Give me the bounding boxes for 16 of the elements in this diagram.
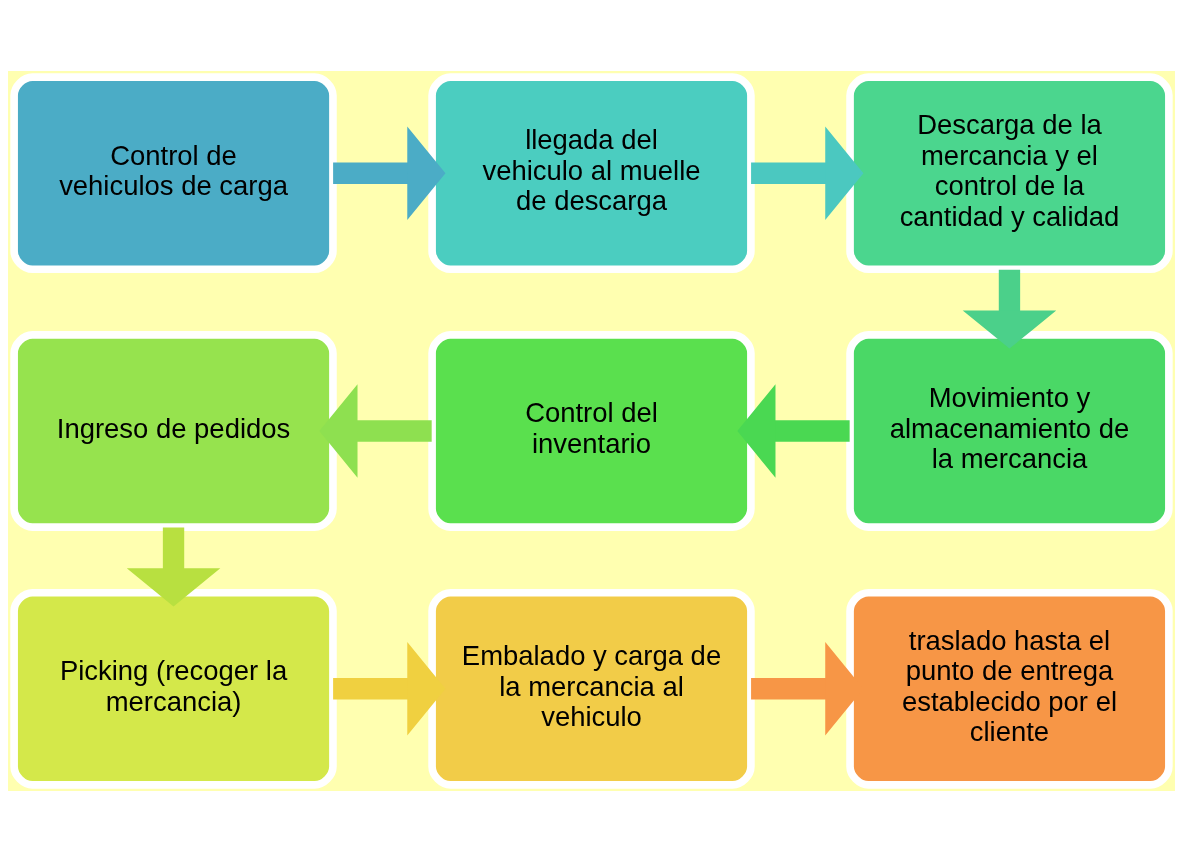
node-box: Movimiento y almacenamiento de la mercancia	[846, 330, 1173, 531]
arrow	[126, 527, 221, 606]
arrow	[333, 641, 446, 736]
node-box: Descarga de la mercancia y el control de la cantidad y calidad	[846, 72, 1173, 273]
node-box: Control del inventario	[428, 330, 755, 531]
arrow	[737, 383, 850, 478]
node-box: Embalado y carga de la mercancia al vehiculo	[428, 588, 755, 789]
arrow	[319, 383, 432, 478]
node-box: Ingreso de pedidos	[10, 330, 337, 531]
arrow	[962, 269, 1057, 349]
node-box: traslado hasta el punto de entrega establecido por el cliente	[846, 588, 1173, 789]
node-box: llegada del vehiculo al muelle de descarga	[428, 72, 755, 273]
arrow	[751, 125, 864, 220]
node-box: Picking (recoger la mercancia)	[10, 588, 337, 789]
arrow	[333, 125, 446, 220]
node-box: Control de vehiculos de carga	[10, 72, 337, 273]
